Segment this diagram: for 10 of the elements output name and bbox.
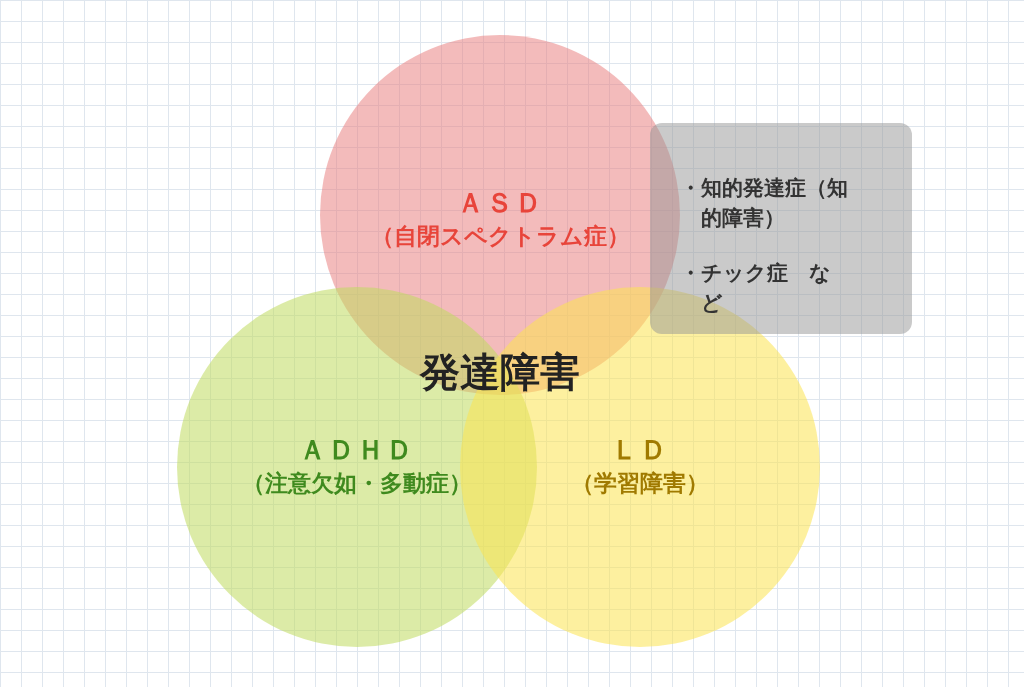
circle-subtitle: （注意欠如・多動症） bbox=[241, 469, 473, 498]
note-text: ・知的発達症（知的障害） bbox=[680, 175, 849, 233]
note-panel bbox=[650, 123, 912, 334]
note-text: ・チック症 など bbox=[680, 260, 832, 318]
circle-heading: ＬＤ bbox=[610, 433, 670, 467]
circle-subtitle: （自閉スペクトラム症） bbox=[369, 222, 631, 251]
center-title: 発達障害 bbox=[418, 348, 581, 397]
circle-heading: ＡＳＤ bbox=[455, 186, 545, 220]
circle-heading: ＡＤＨＤ bbox=[298, 433, 416, 467]
circle-subtitle: （学習障害） bbox=[570, 469, 710, 498]
